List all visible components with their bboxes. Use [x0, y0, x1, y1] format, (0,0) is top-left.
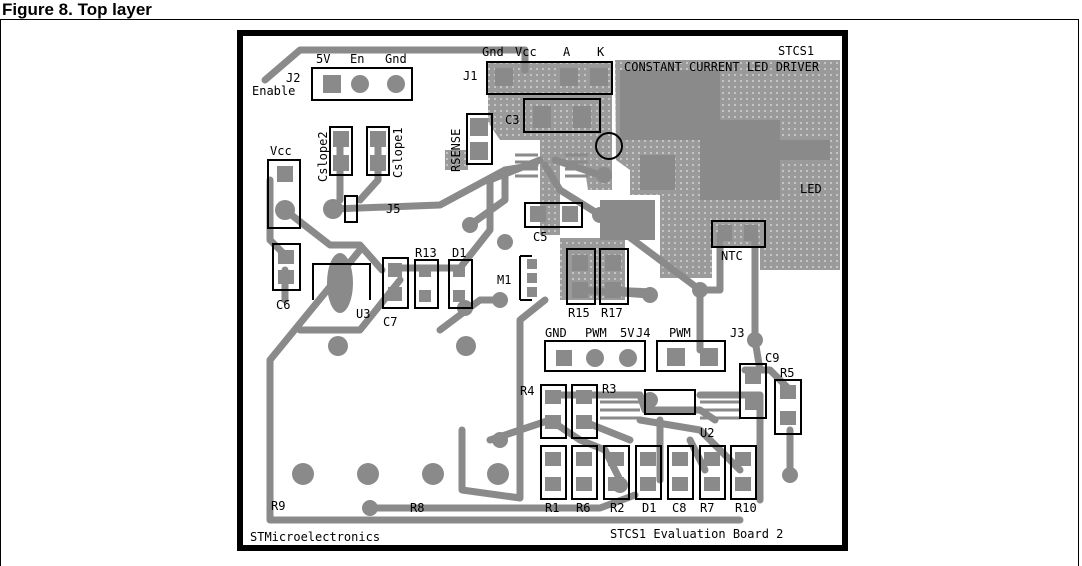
vias [275, 75, 798, 516]
label-r17: R17 [601, 306, 623, 320]
label-j5: J5 [386, 202, 400, 216]
figure-caption: Figure 8. Top layer [2, 0, 152, 19]
label-en: En [350, 52, 364, 66]
label-r4: R4 [520, 384, 534, 398]
label-j2: J2 [286, 71, 300, 85]
label-j1: J1 [463, 69, 477, 83]
silkscreen-outlines [267, 61, 802, 500]
label-c7: C7 [383, 315, 397, 329]
label-cslope2: Cslope2 [316, 131, 330, 182]
label-c3: C3 [505, 113, 519, 127]
fine-traces [515, 153, 740, 420]
board-title: STCS1 [778, 44, 814, 58]
board-name-label: STCS1 Evaluation Board 2 [610, 527, 783, 541]
label-c9: C9 [765, 351, 779, 365]
label-k: K [597, 45, 605, 59]
label-gnd-j4: GND [545, 326, 567, 340]
label-r3: R3 [602, 382, 616, 396]
label-5v: 5V [316, 52, 330, 66]
board-subtitle: CONSTANT CURRENT LED DRIVER [624, 60, 820, 74]
label-d1-bottom: D1 [642, 501, 656, 515]
label-r13: R13 [415, 246, 437, 260]
label-enable: Enable [252, 84, 295, 98]
label-c5: C5 [533, 230, 547, 244]
label-c8: C8 [672, 501, 686, 515]
label-r9: R9 [271, 499, 285, 513]
label-r6: R6 [576, 501, 590, 515]
label-5v-j4: 5V [620, 326, 634, 340]
label-led: LED [800, 182, 822, 196]
label-rsense: RSENSE [449, 129, 463, 172]
label-cslope1: Cslope1 [391, 127, 405, 178]
label-ntc: NTC [721, 249, 743, 263]
label-r8: R8 [410, 501, 424, 515]
label-r5: R5 [780, 366, 794, 380]
label-gnd-j2: Gnd [385, 52, 407, 66]
label-vcc: Vcc [270, 144, 292, 158]
label-j4: J4 [636, 326, 650, 340]
label-r15: R15 [568, 306, 590, 320]
label-vcc-j1: Vcc [515, 45, 537, 59]
label-gnd-j1: Gnd [482, 45, 504, 59]
label-j3: J3 [730, 326, 744, 340]
label-u2: U2 [700, 426, 714, 440]
label-r2: R2 [610, 501, 624, 515]
silkscreen-text: STCS1 CONSTANT CURRENT LED DRIVER 5V En … [250, 44, 822, 544]
label-pwm-j4: PWM [585, 326, 607, 340]
figure-frame [0, 19, 1079, 566]
label-m1: M1 [497, 273, 511, 287]
label-d1: D1 [452, 246, 466, 260]
label-a: A [563, 45, 571, 59]
manufacturer-label: STMicroelectronics [250, 530, 380, 544]
label-r1: R1 [545, 501, 559, 515]
label-r10: R10 [735, 501, 757, 515]
label-u3: U3 [356, 307, 370, 321]
label-r7: R7 [700, 501, 714, 515]
label-pwm-j3: PWM [669, 326, 691, 340]
label-c6: C6 [276, 298, 290, 312]
